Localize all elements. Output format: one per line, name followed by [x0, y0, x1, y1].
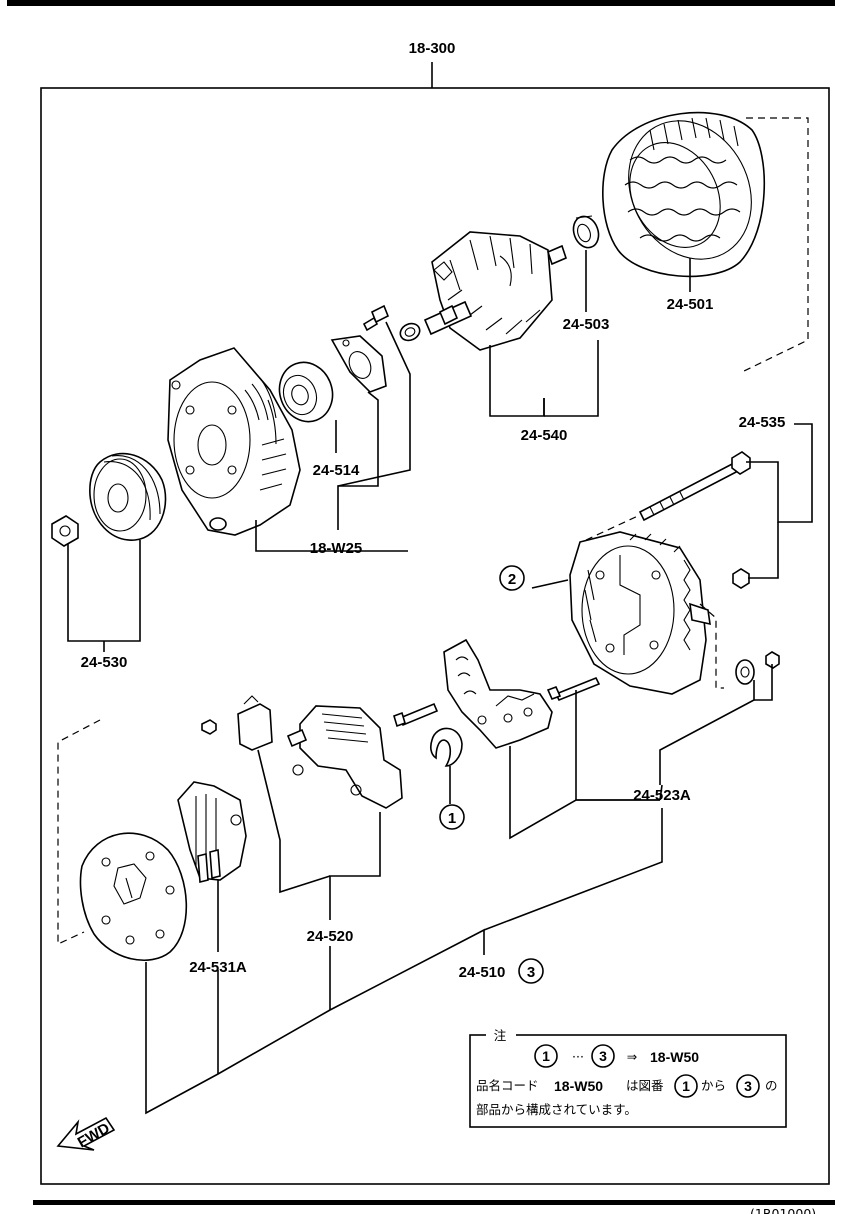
assembly-frame — [40, 87, 830, 1185]
top-rule — [7, 0, 835, 6]
rear-housing-bolt-icon — [546, 676, 601, 702]
rectifier-screw-icon — [393, 702, 439, 728]
fwd-arrow-icon: FWD — [56, 1116, 116, 1151]
footer-code: (1R01000) — [750, 1206, 816, 1214]
svg-text:3: 3 — [744, 1078, 752, 1094]
svg-text:1: 1 — [542, 1048, 550, 1064]
callout-1 — [439, 804, 465, 830]
note-target-code: 18-W50 — [650, 1049, 699, 1065]
label-brush-holder: 24-531A — [189, 959, 247, 976]
end-cover-icon — [79, 832, 188, 961]
svg-text:3: 3 — [599, 1048, 607, 1064]
pulley-icon — [89, 452, 167, 541]
svg-text:1: 1 — [448, 810, 456, 827]
callout-3 — [518, 958, 544, 984]
svg-text:部品から構成されています。: 部品から構成されています。 — [476, 1102, 637, 1117]
label-rotor: 24-540 — [521, 427, 568, 444]
label-pulley: 24-530 — [81, 654, 128, 671]
stator-icon — [602, 111, 766, 278]
callout-2 — [499, 565, 525, 591]
svg-text:18-W50: 18-W50 — [554, 1078, 603, 1094]
screw-icon — [362, 304, 390, 332]
nut-icon — [732, 568, 750, 589]
bottom-rule — [33, 1200, 835, 1205]
note-title: 注 — [494, 1028, 507, 1043]
svg-text:の: の — [765, 1078, 778, 1093]
insulator-clip-icon — [430, 727, 463, 767]
label-regulator: 24-520 — [307, 928, 354, 945]
label-rectifier: 24-510 — [459, 964, 506, 981]
front-housing-icon — [167, 347, 301, 536]
pulley-nut-icon — [51, 515, 79, 547]
assembly-code-label: 18-300 — [409, 40, 456, 57]
regulator-terminal-icon — [237, 695, 273, 751]
svg-text:は図番: は図番 — [626, 1078, 664, 1093]
small-screw-icon — [201, 719, 217, 735]
label-front-bearing: 24-514 — [313, 462, 360, 479]
svg-text:···: ··· — [572, 1049, 584, 1064]
rotor-icon — [399, 231, 567, 351]
rectifier-icon — [443, 638, 553, 749]
svg-text:1: 1 — [682, 1078, 690, 1094]
svg-text:から: から — [701, 1078, 726, 1093]
regulator-icon — [286, 705, 403, 809]
front-bearing-icon — [278, 361, 334, 423]
rear-housing-nut-icon — [765, 651, 780, 669]
brush-holder-icon — [177, 781, 247, 884]
retainer-plate-icon — [330, 335, 387, 393]
svg-text:3: 3 — [527, 964, 535, 981]
rear-bearing-icon — [572, 215, 600, 249]
label-stator: 24-501 — [667, 296, 714, 313]
svg-text:2: 2 — [508, 571, 516, 588]
svg-text:品名コード: 品名コード — [476, 1078, 539, 1093]
label-rear-bearing: 24-503 — [563, 316, 610, 333]
rear-housing-grommet-icon — [735, 659, 755, 685]
label-through-bolt-set: 24-535 — [739, 414, 786, 431]
note-box: 注 1 ··· 3 ⇒ 18-W50 品名コード 18-W50 は図番 1 から… — [469, 1022, 787, 1128]
through-bolt-icon — [638, 451, 751, 522]
rear-housing-icon — [569, 531, 711, 695]
svg-text:⇒: ⇒ — [627, 1049, 637, 1064]
label-bolt-kit: 18-W25 — [310, 540, 363, 557]
